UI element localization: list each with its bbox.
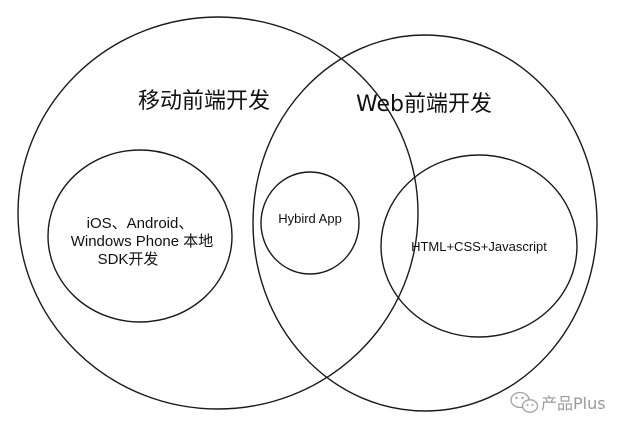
native-dev-line-3: SDK开发 [98, 251, 159, 268]
native-dev-line-2: Windows Phone 本地 [71, 233, 214, 250]
mobile-dev-circle [17, 16, 419, 410]
native-dev-line-1: iOS、Android、 [87, 215, 194, 232]
watermark: 产品Plus [510, 391, 606, 413]
web-tech-circle [380, 154, 578, 338]
web-dev-circle [252, 34, 598, 412]
native-dev-circle [47, 149, 233, 323]
hybrid-app-label: Hybird App [278, 211, 342, 226]
web-tech-label: HTML+CSS+Javascript [411, 239, 547, 254]
hybrid-app-circle [260, 171, 360, 275]
watermark-text: 产品Plus [541, 394, 606, 413]
wechat-icon [510, 391, 539, 413]
web-dev-title: Web前端开发 [356, 92, 492, 117]
mobile-dev-title: 移动前端开发 [138, 89, 270, 114]
